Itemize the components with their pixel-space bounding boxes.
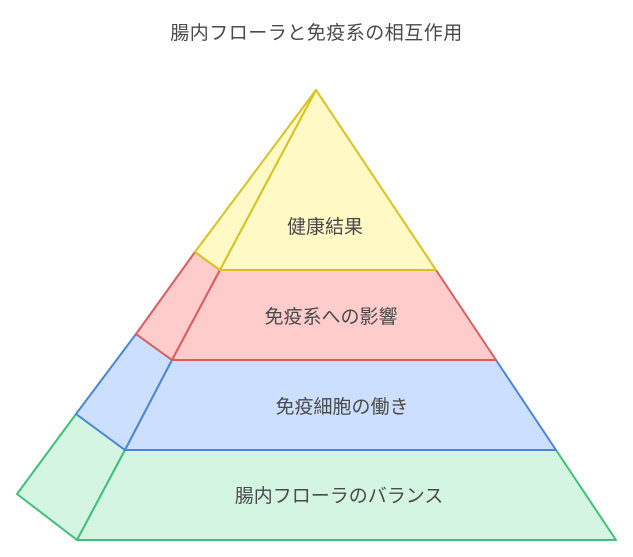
tier-health-outcome-front	[219, 89, 437, 271]
tier-immune-cell-function-label: 免疫細胞の働き	[275, 396, 408, 418]
tier-immune-cell-function: 免疫細胞の働き	[75, 333, 557, 451]
tier-health-outcome: 健康結果	[194, 89, 437, 271]
tier-gut-flora-balance-label: 腸内フローラのバランス	[235, 485, 444, 507]
tier-health-outcome-label: 健康結果	[287, 216, 363, 238]
tier-immune-system-effect-label: 免疫系への影響	[264, 306, 397, 328]
diagram-title: 腸内フローラと免疫系の相互作用	[170, 22, 463, 44]
